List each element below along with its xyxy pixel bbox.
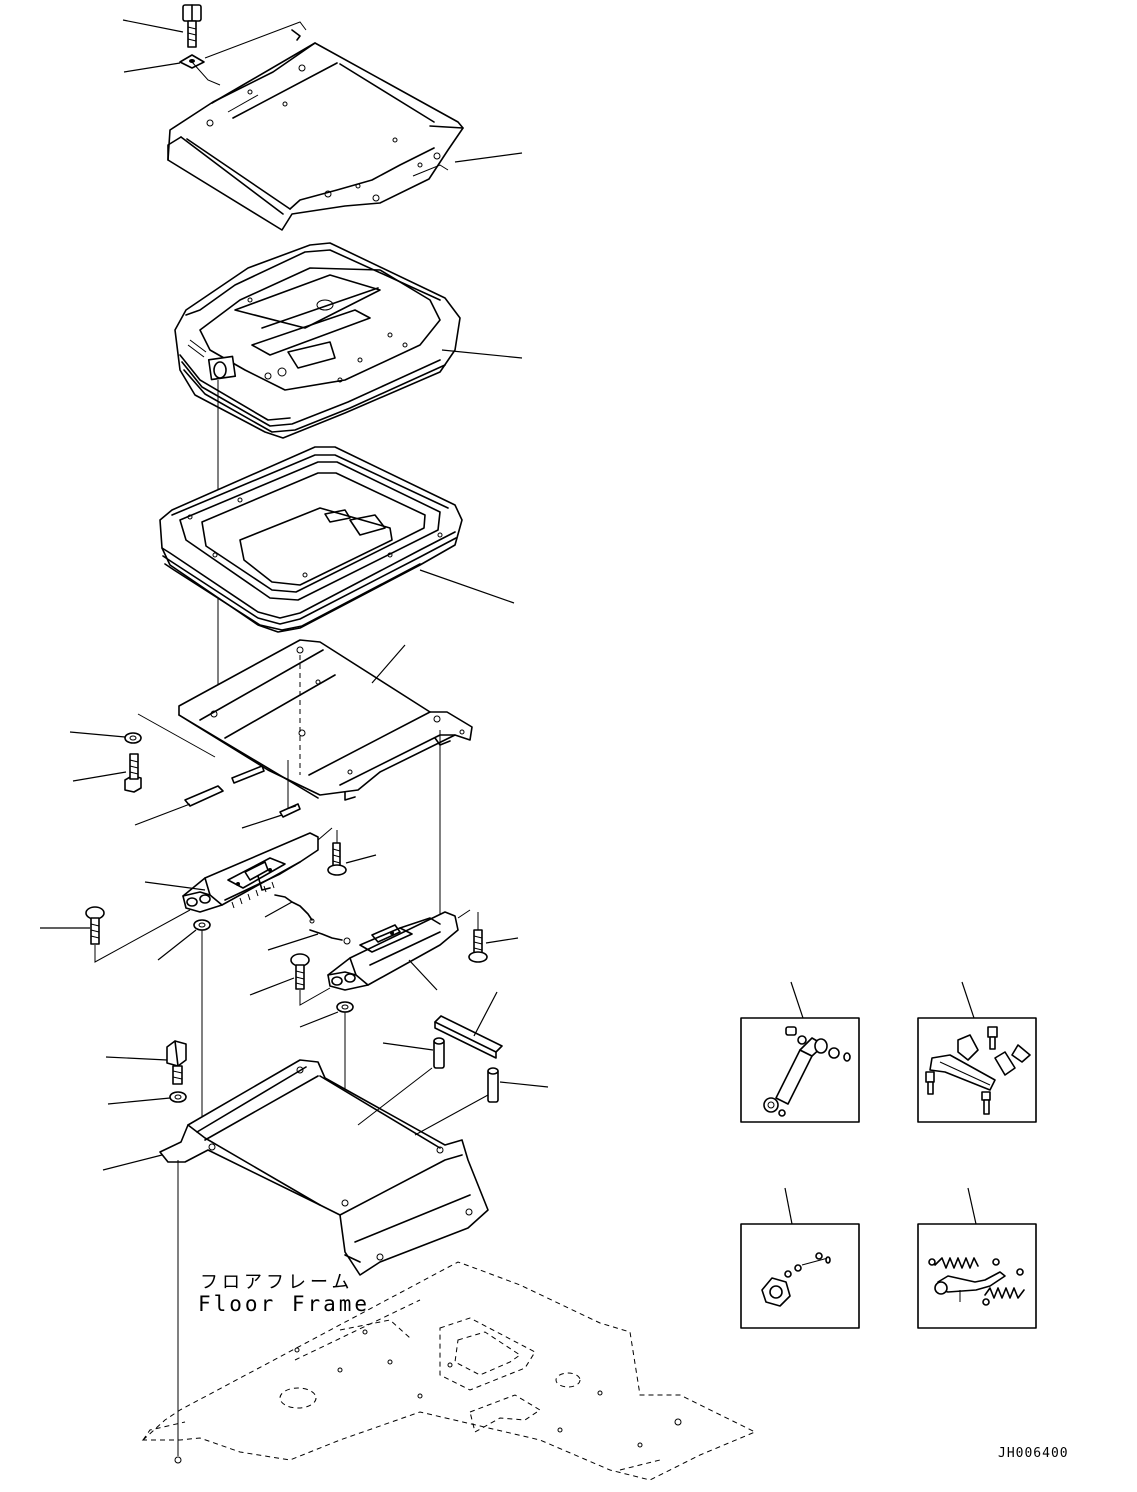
inset-shock-absorber <box>740 981 860 1123</box>
top-washer <box>179 54 205 69</box>
washer-lower <box>169 1091 187 1103</box>
top-mounting-plate <box>167 29 464 231</box>
washer-b <box>193 919 211 931</box>
flange-bolt-c <box>468 929 488 963</box>
pin-long <box>184 785 224 807</box>
flange-bolt-d <box>290 953 310 990</box>
bellows-frame <box>159 446 463 633</box>
hex-bolt-lower <box>166 1040 187 1085</box>
floor-frame-label-jp: フロアフレーム <box>200 1272 354 1293</box>
drawing-id: JH006400 <box>998 1446 1069 1461</box>
inset-knob <box>740 1187 860 1329</box>
washer-left <box>124 732 142 744</box>
spring-a <box>274 894 315 924</box>
inset-spring-kit <box>917 1187 1037 1329</box>
spring-b <box>309 929 351 945</box>
floor-frame-label-en: Floor Frame <box>198 1292 371 1316</box>
hex-bolt-left <box>124 753 142 793</box>
dowel-pin-b <box>487 1067 499 1103</box>
floor-frame <box>141 1261 757 1481</box>
top-bolt <box>182 4 202 48</box>
slide-rail-left <box>182 832 319 913</box>
flange-bolt-b <box>85 906 105 945</box>
spring-clip <box>279 803 301 818</box>
flange-bolt-a <box>327 842 347 876</box>
base-plate <box>178 639 473 801</box>
inset-bracket-kit <box>917 981 1037 1123</box>
pin-short <box>231 765 265 784</box>
washer-c <box>336 1001 354 1013</box>
key-bar <box>434 1015 503 1059</box>
dowel-pin-a <box>433 1037 445 1069</box>
lower-bracket <box>159 1059 489 1276</box>
slide-rail-right <box>327 911 459 991</box>
